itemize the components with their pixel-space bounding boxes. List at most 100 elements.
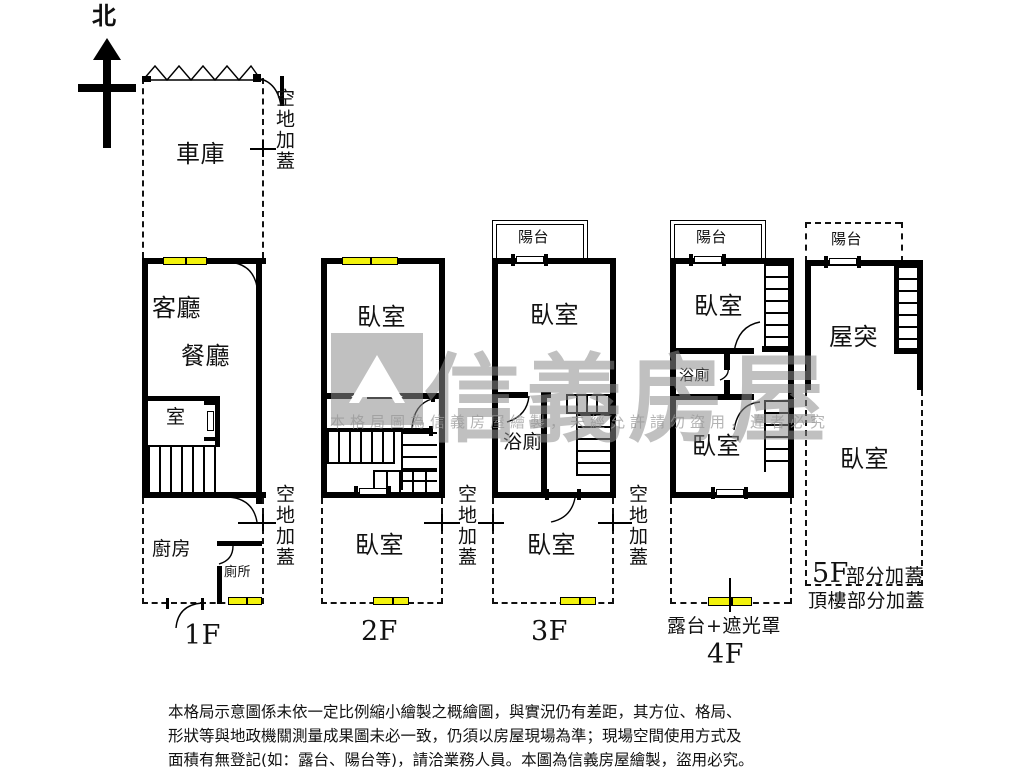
door-3f-jamb-right [577,489,581,500]
opening-3f-balcony-jamb-left [511,254,515,266]
door-3f-jamb-left [545,489,549,500]
stairs-5f [897,266,923,350]
room-label-living-room: 客廳 [152,294,201,322]
floor-note-5f: 頂樓部分加蓋 [808,590,926,612]
room-label-2f-bedroom-lower: 臥室 [355,531,404,559]
room-label-5f-bedroom: 臥室 [840,445,889,473]
boundary-3f-ext-bottom [492,602,614,604]
north-label: 北 [92,2,117,30]
door-1f-innerroom [207,411,214,431]
wall-5f-right [917,260,923,390]
boundary-5f-bottom [805,584,923,586]
wall-2f-bottom [321,492,445,498]
opening-2f-jamb-left [354,486,358,498]
balcony-5f-top [805,222,901,224]
opening-2f-bottom [359,488,387,495]
boundary-4f-terrace-left [670,498,672,604]
balcony-5f-left [805,222,807,262]
wall-3f-bath-right [541,392,547,492]
wall-2f-left [321,258,327,498]
boundary-4f-terrace-right [790,498,792,604]
wall-3f-bath-top [492,392,528,398]
room-label-garage: 車庫 [176,140,225,168]
dimension-tick-garage-end [262,140,264,157]
compass-crossbar [78,84,136,92]
floor-label-3f: 3F [531,616,568,647]
stairs-2f-lower-run [373,470,437,492]
balcony-5f-right [901,222,903,262]
wall-5f-top [805,260,923,266]
kitchen-left-boundary [142,498,144,604]
dimension-tick-2f-end [441,514,443,531]
dimension-tick-3f-right [598,522,632,524]
wall-1f-toilet-top [217,541,262,546]
opening-4f-jamb-right [744,487,748,499]
garage-left-boundary [142,78,144,258]
door-3f-lower-bedroom [549,496,581,528]
wall-1f-innerroom-right [215,396,220,445]
disclaimer-footer: 本格局示意圖係未依一定比例縮小繪製之概繪圖，與實況仍有差距，其方位、格局、 形狀… [168,700,868,768]
opening-3f-balcony-door [516,256,544,263]
boundary-3f-ext-left [492,498,494,604]
annotation-open-land-extension-2f: 空地加蓋 [455,484,477,568]
opening-4f-bottom [716,489,744,496]
dimension-tick-kitchen [238,522,276,524]
stairs-2f-right-run [401,432,437,490]
garage-right-boundary [262,78,264,258]
wall-3f-bath-top-right [541,392,551,398]
window-1f-top [163,257,207,265]
door-1f-toilet [215,545,237,568]
door-4f-upper-bedroom [730,320,764,354]
room-label-3f-bathroom: 浴廁 [503,431,543,453]
annotation-open-land-extension-3f: 空地加蓋 [626,484,648,568]
dimension-tick-3f-left-end [492,514,494,531]
wall-4f-stair-landing [762,346,794,352]
floor-label-4f: 4F [707,639,744,670]
opening-5f-balcony-jamb-left [824,256,828,268]
wall-5f-left [805,260,811,390]
wall-1f-toilet-left [217,566,222,604]
room-label-3f-bedroom-lower: 臥室 [527,531,576,559]
door-3f-bathroom [505,395,535,428]
floor-plan-2f: 臥室 [0,0,500,680]
stairs-2f-left-run [327,432,395,464]
room-label-2f-bedroom-upper: 臥室 [357,303,406,331]
boundary-3f-ext-right [612,498,614,604]
wall-1f-left [142,258,148,498]
door-4f-lower-bedroom [730,400,764,434]
wall-2f-right [439,258,445,498]
wall-3f-left [492,258,498,498]
floor-label-1f: 1F [184,620,221,651]
room-label-toilet: 廁所 [224,565,252,580]
dimension-tick-4f-vert [729,578,731,612]
compass-stem [103,48,111,148]
opening-5f-balcony-door [829,258,857,265]
room-label-5f-penthouse: 屋突 [829,323,878,351]
window-3f-bottom [560,597,596,605]
wall-4f-bath-door-jamb [730,348,754,354]
garage-top-wall-left-stub [142,76,151,82]
door-1f-entry-top [228,261,261,291]
wall-5f-stair-landing [894,348,923,354]
floor-plan-3f: 陽台 臥室 浴廁 [478,220,648,647]
opening-4f-balcony-jamb-left [689,254,693,266]
door-2f-hall-jamb [429,426,433,436]
opening-2f-jamb-right [387,486,391,498]
opening-4f-balcony-door [694,256,722,263]
boundary-5f-left [805,390,807,586]
wall-4f-bath-right [724,348,730,370]
window-2f-top [342,257,398,265]
room-label-4f-bathroom: 浴廁 [679,366,711,384]
wall-3f-bottom [492,492,616,498]
wall-2f-stairhall-top [321,428,431,432]
wall-4f-bath-top [670,348,730,354]
room-label-3f-bedroom-upper: 臥室 [530,301,579,329]
room-label-dining-room: 餐廳 [181,342,230,370]
dimension-tick-3f-right-end [612,514,614,531]
floor-plan-1f: 車庫 空地加蓋 客廳 餐廳 室 [0,0,320,680]
stairs-1f [148,445,220,493]
garage-canopy-zigzag [142,64,263,82]
room-label-5f-balcony: 陽台 [831,230,863,248]
stairs-3f-lower-run [576,414,610,476]
